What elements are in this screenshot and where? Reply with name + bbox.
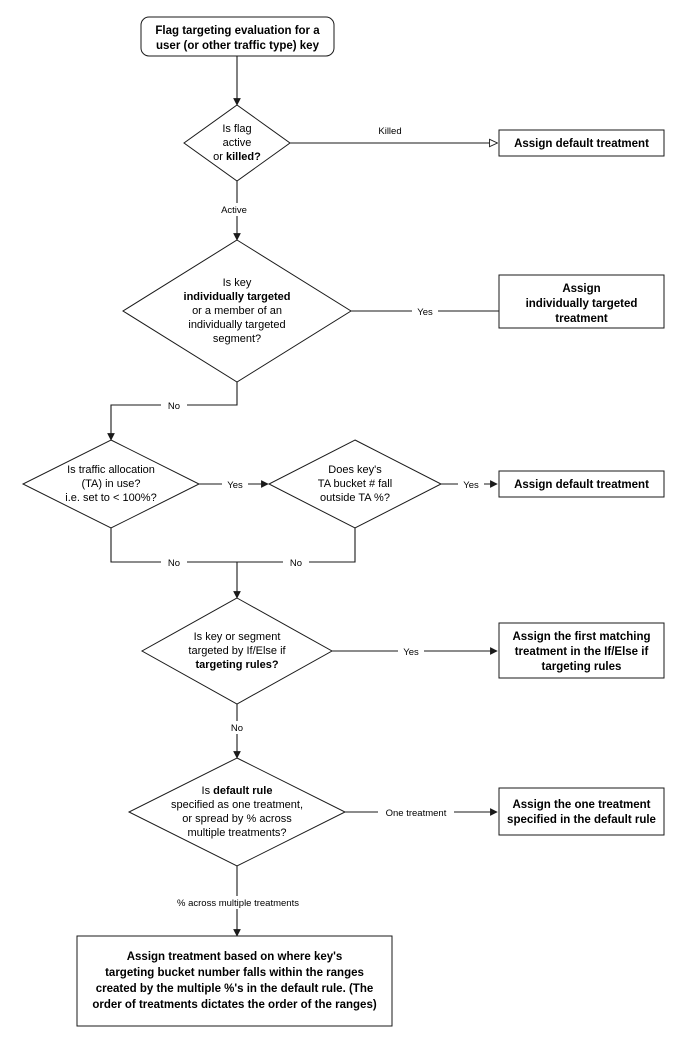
decision-default-rule-shape [127,757,347,867]
decision-default-rule-line-1: Is default rule [202,785,273,797]
assign-default-killed-line-1: Assign default treatment [514,138,649,150]
edge-label-one-treatment: One treatment [378,806,454,819]
decision-default-rule-line-4: multiple treatments? [187,827,286,839]
assign-default-ta-line-1: Assign default treatment [514,479,649,491]
decision-ta-bucket-line-1: Does key's [328,464,382,476]
svg-text:Yes: Yes [417,307,433,318]
assign-one-treatment-line-1: Assign the one treatment [512,799,650,811]
decision-traffic-allocation-line-3: i.e. set to < 100%? [65,492,156,504]
svg-text:No: No [231,723,243,734]
svg-text:Yes: Yes [403,647,419,658]
edge-label-percent-across: % across multiple treatments [158,896,318,909]
assign-first-matching-shape [498,622,665,679]
node-decision-flag-state[interactable]: Is flag active or killed? [183,104,291,182]
decision-flag-state-shape [183,104,291,182]
start-shape [140,16,335,57]
assign-bucket-ranges-line-1: Assign treatment based on where key's [127,951,343,963]
assign-individual-line-1: Assign [562,283,600,295]
assign-bucket-ranges-line-4: order of treatments dictates the order o… [92,999,377,1011]
svg-text:No: No [168,558,180,569]
decision-individual-line-2: individually targeted [184,291,291,303]
decision-default-rule-line-3: or spread by % across [182,813,292,825]
node-decision-default-rule[interactable]: Is default rule specified as one treatme… [127,757,347,867]
assign-first-matching-line-1: Assign the first matching [512,631,650,643]
edge-label-ta-yes: Yes [222,478,248,491]
svg-text:No: No [168,401,180,412]
decision-individual-line-4: individually targeted [188,319,285,331]
svg-text:Active: Active [221,205,247,216]
svg-text:% across multiple treatments: % across multiple treatments [177,898,299,909]
decision-individual-line-3: or a member of an [192,305,282,317]
assign-one-treatment-line-2: specified in the default rule [507,814,656,826]
assign-bucket-ranges-line-3: created by the multiple %'s in the defau… [96,983,374,995]
node-assign-default-ta[interactable]: Assign default treatment [498,470,665,498]
edge-ta-no-to-merge [110,528,237,563]
edge-label-bucket-yes: Yes [458,478,484,491]
edge-label-bucket-no: No [283,556,309,569]
assign-first-matching-line-2: treatment in the If/Else if [515,646,649,658]
edge-label-individual-no: No [161,399,187,412]
svg-text:No: No [290,558,302,569]
assign-one-treatment-shape [498,787,665,836]
edge-label-individual-yes: Yes [412,305,438,318]
decision-targeting-rules-shape [140,597,334,705]
decision-default-rule-line-2: specified as one treatment, [171,799,303,811]
edge-label-rules-yes: Yes [398,645,424,658]
node-assign-first-matching[interactable]: Assign the first matching treatment in t… [498,622,665,679]
assign-individual-line-2: individually targeted [526,298,638,310]
decision-individual-line-5: segment? [213,333,261,345]
edge-label-ta-no: No [161,556,187,569]
decision-targeting-rules-line-2: targeted by If/Else if [188,645,286,657]
edge-label-active: Active [215,203,249,216]
edge-label-rules-no: No [224,721,250,734]
assign-individual-line-3: treatment [555,313,608,325]
decision-targeting-rules-line-3: targeting rules? [195,659,278,671]
decision-ta-bucket-line-2: TA bucket # fall [318,478,392,490]
assign-individual-shape [498,274,665,329]
start-line-1: Flag targeting evaluation for a [155,25,320,37]
decision-ta-bucket-shape [267,439,443,529]
decision-traffic-allocation-shape [21,439,201,529]
node-decision-individual[interactable]: Is key individually targeted or a member… [122,239,352,383]
start-line-2: user (or other traffic type) key [156,40,320,52]
decision-flag-state-line-3: or killed? [213,151,261,163]
assign-bucket-ranges-shape [76,935,393,1027]
node-decision-targeting-rules[interactable]: Is key or segment targeted by If/Else if… [140,597,334,705]
decision-individual-shape [122,239,352,383]
assign-default-killed-shape [498,129,665,157]
node-start[interactable]: Flag targeting evaluation for a user (or… [140,16,335,57]
edge-label-killed: Killed [372,124,408,137]
edge-bucket-no-to-merge [237,528,356,563]
decision-traffic-allocation-line-1: Is traffic allocation [67,464,155,476]
node-decision-ta-bucket[interactable]: Does key's TA bucket # fall outside TA %… [267,439,443,529]
svg-text:Yes: Yes [227,480,243,491]
node-assign-one-treatment[interactable]: Assign the one treatment specified in th… [498,787,665,836]
svg-text:One treatment: One treatment [386,808,447,819]
decision-individual-line-1: Is key [223,277,252,289]
node-assign-default-killed[interactable]: Assign default treatment [498,129,665,157]
assign-first-matching-line-3: targeting rules [542,661,622,673]
svg-text:Yes: Yes [463,480,479,491]
node-assign-individual[interactable]: Assign individually targeted treatment [498,274,665,329]
decision-traffic-allocation-line-2: (TA) in use? [81,478,140,490]
decision-flag-state-line-1: Is flag [222,123,251,135]
node-assign-bucket-ranges[interactable]: Assign treatment based on where key's ta… [76,935,393,1027]
svg-text:Killed: Killed [378,126,401,137]
assign-bucket-ranges-line-2: targeting bucket number falls within the… [105,967,364,979]
decision-ta-bucket-line-3: outside TA %? [320,492,390,504]
assign-default-ta-shape [498,470,665,498]
decision-targeting-rules-line-1: Is key or segment [194,631,281,643]
node-decision-traffic-allocation[interactable]: Is traffic allocation (TA) in use? i.e. … [21,439,201,529]
decision-flag-state-line-2: active [223,137,252,149]
